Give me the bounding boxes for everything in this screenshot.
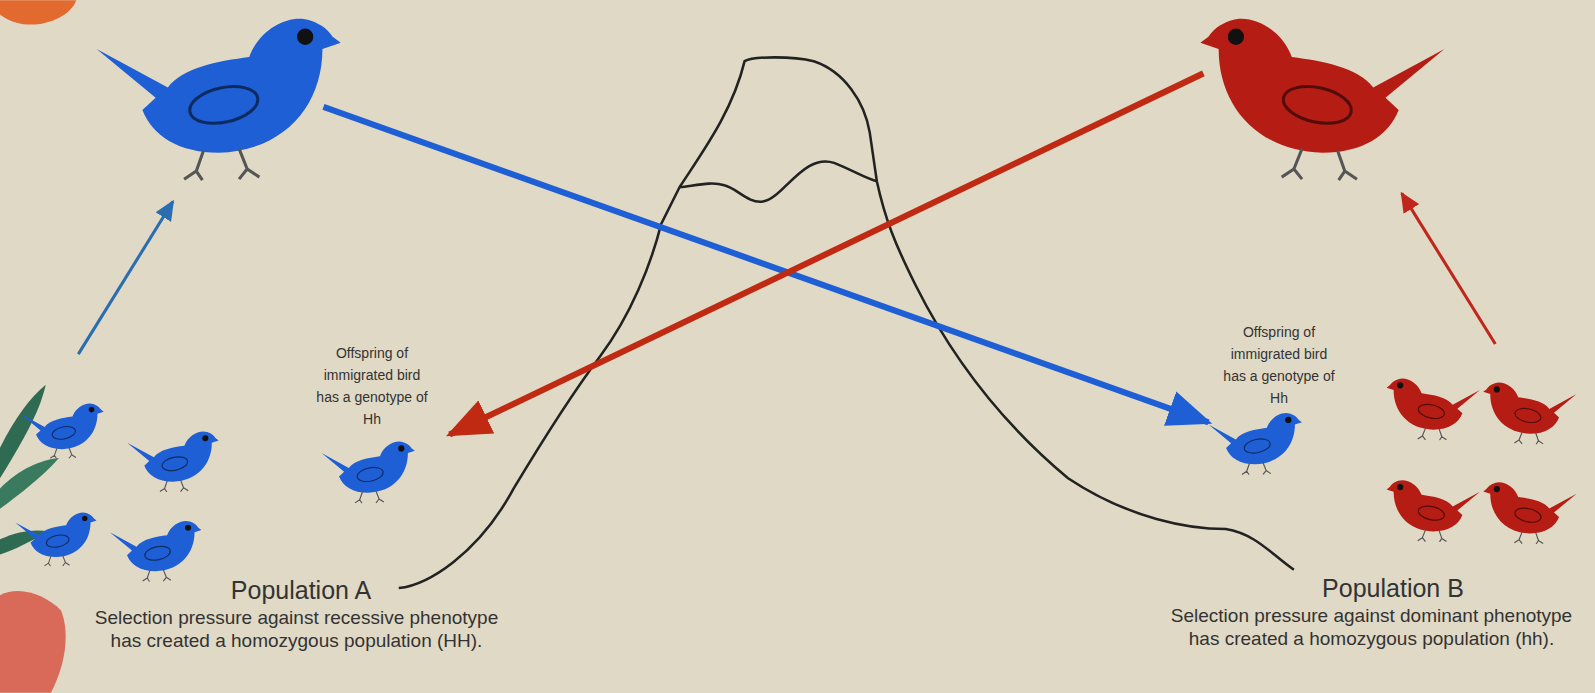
- red-bird: [1200, 19, 1444, 180]
- emigration-arrow: [1402, 193, 1496, 344]
- blue-bird: [110, 521, 202, 582]
- offspring-note: Offspring of immigrated bird has a genot…: [1222, 321, 1336, 409]
- mountain-outline: [399, 57, 1294, 588]
- migration-arrow: [450, 73, 1204, 434]
- snow-line: [680, 161, 877, 201]
- migration-arrow: [323, 107, 1208, 422]
- population-description: Selection pressure against dominant phen…: [1153, 604, 1590, 650]
- offspring-bird: [322, 442, 415, 504]
- blue-bird: [20, 403, 103, 458]
- corner-leaf: [0, 591, 66, 693]
- offspring-bird: [1209, 413, 1302, 475]
- blue-bird: [127, 431, 219, 492]
- population-heading: Population B: [1261, 573, 1525, 603]
- emigration-arrow: [78, 202, 173, 355]
- population-heading: Population A: [169, 575, 433, 605]
- red-bird: [1483, 383, 1576, 445]
- blue-bird: [15, 512, 96, 566]
- blue-bird: [97, 19, 341, 180]
- population-description: Selection pressure against recessive phe…: [77, 606, 516, 652]
- red-bird: [1483, 482, 1576, 544]
- corner-leaf: [0, 0, 76, 24]
- offspring-note: Offspring of immigrated bird has a genot…: [315, 342, 429, 430]
- red-bird: [1387, 480, 1480, 542]
- red-bird: [1387, 378, 1480, 440]
- palm-leaf: [0, 458, 59, 509]
